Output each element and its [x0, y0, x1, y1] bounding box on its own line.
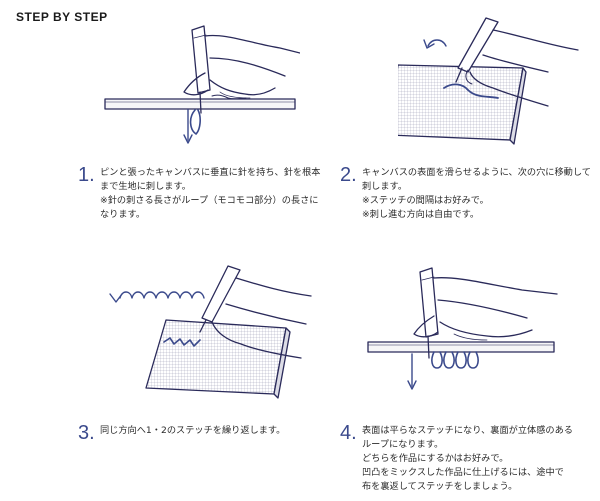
step-3: 3 同じ方向へ1・2のステッチを繰り返します。	[78, 423, 286, 443]
step-text-line: 凹凸をミックスした作品に仕上げるには、途中で	[362, 467, 564, 478]
step-text-line: ピンと張ったキャンバスに垂直に針を持ち、針を根本	[100, 167, 321, 178]
step-number: 1	[78, 165, 100, 185]
step-4-illustration	[367, 267, 558, 390]
step-1-illustration	[104, 25, 300, 144]
step-text-line: まで生地に刺します。	[100, 181, 191, 192]
step-text-line: ※ステッチの間隔はお好みで。	[362, 195, 489, 206]
step-text-line: キャンバスの表面を滑らせるように、次の穴に移動して	[362, 167, 591, 178]
step-text-line: ※針の刺さる長さがループ（モコモコ部分）の長さに	[100, 195, 319, 206]
step-text-line: 表面は平らなステッチになり、裏面が立体感のある	[362, 425, 573, 436]
step-text-line: 布を裏返してステッチをしましょう。	[362, 481, 518, 492]
step-number: 2	[340, 165, 362, 185]
step-4: 4 表面は平らなステッチになり、裏面が立体感のある ループになります。 どちらを…	[340, 423, 573, 494]
step-number: 4	[340, 423, 362, 443]
step-1: 1 ピンと張ったキャンバスに垂直に針を持ち、針を根本 まで生地に刺します。 ※針…	[78, 165, 321, 222]
step-text-line: なります。	[100, 209, 146, 220]
step-text-line: 刺します。	[362, 181, 408, 192]
step-text-line: ループになります。	[362, 439, 444, 450]
step-number: 3	[78, 423, 100, 443]
step-2-illustration	[398, 17, 579, 145]
step-2: 2 キャンバスの表面を滑らせるように、次の穴に移動して 刺します。 ※ステッチの…	[340, 165, 591, 222]
step-text-line: どちらを作品にするかはお好みで。	[362, 453, 509, 464]
step-text-line: ※刺し進む方向は自由です。	[362, 209, 480, 220]
step-3-illustration	[109, 265, 312, 399]
step-text-line: 同じ方向へ1・2のステッチを繰り返します。	[100, 425, 286, 436]
page-title: STEP BY STEP	[16, 10, 108, 24]
